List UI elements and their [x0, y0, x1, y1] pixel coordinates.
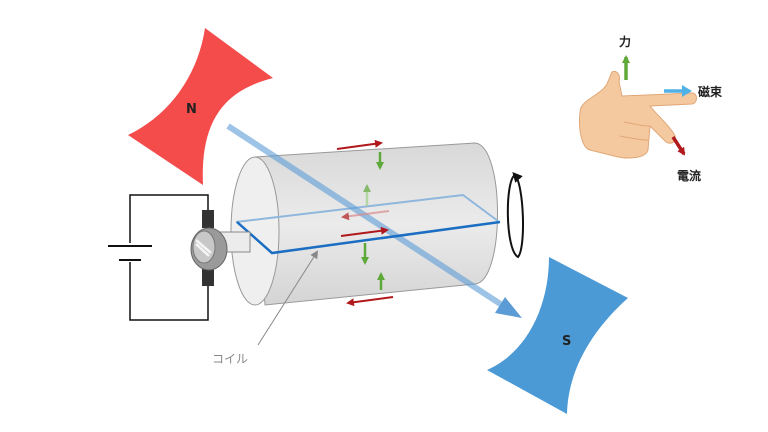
- south-pole-magnet: [487, 257, 628, 414]
- legend-current-arrow: [671, 136, 686, 156]
- north-pole-magnet: [128, 28, 273, 185]
- rotation-arrow-icon: [506, 172, 524, 259]
- coil-pointer: [257, 250, 319, 346]
- north-pole-label: N: [186, 102, 197, 117]
- coil-back-edge: [235, 193, 499, 223]
- current-arrow-mid-front: [340, 226, 389, 237]
- current-arrow-mid-back: [341, 210, 390, 221]
- legend-flux-label: 磁束: [697, 84, 723, 99]
- current-arrow-bottom: [346, 296, 394, 307]
- rotor-cylinder: [230, 142, 498, 306]
- legend-current-label: 電流: [677, 168, 701, 183]
- legend-flux-arrowhead: [682, 85, 692, 97]
- current-arrow-top: [336, 139, 383, 150]
- coil-label: コイル: [212, 352, 248, 366]
- magnetic-flux-arrowhead: [495, 297, 522, 318]
- battery-circuit: [108, 194, 209, 321]
- legend-force-label: 力: [619, 34, 631, 49]
- magnetic-flux-arrow: [226, 123, 507, 310]
- south-pole-label: S: [562, 334, 571, 349]
- commutator-icon: [190, 210, 251, 286]
- left-hand-rule-icon: [579, 71, 697, 159]
